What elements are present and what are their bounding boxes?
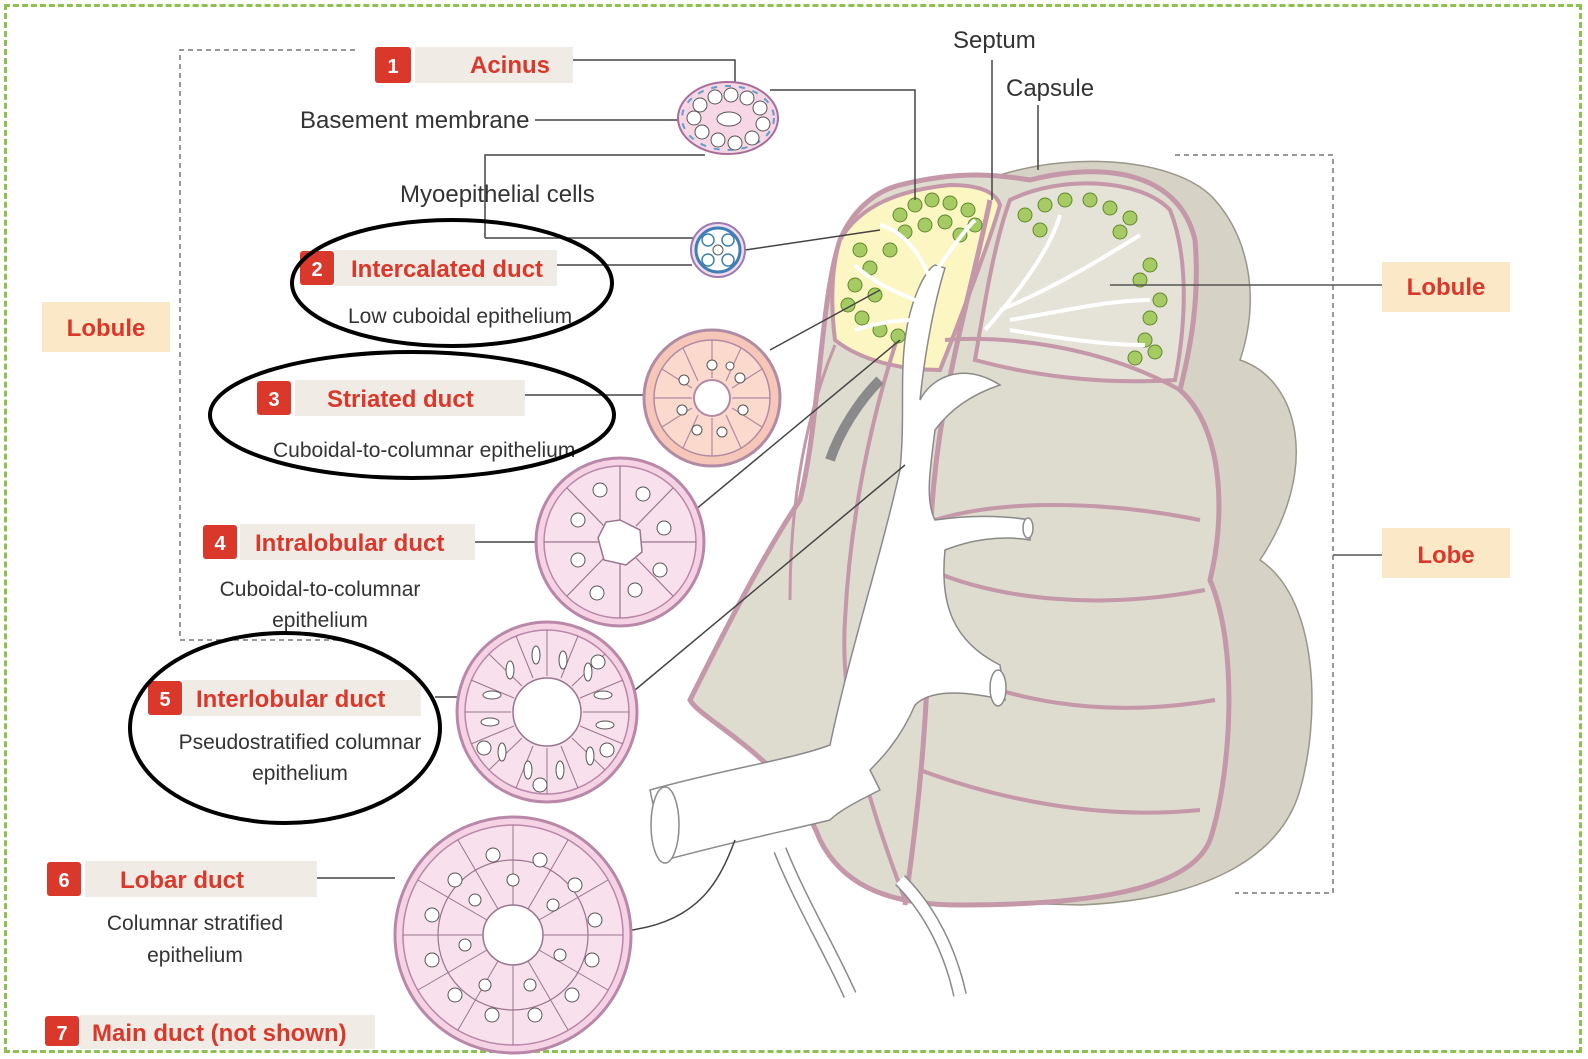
duct-epithelium: Low cuboidal epithelium [348,305,572,328]
duct-name: Interlobular duct [196,686,385,713]
duct-number: 2 [311,259,322,281]
duct-epithelium-line: epithelium [272,609,368,632]
duct-label-2: 2 Intercalated duct Low cuboidal epithel… [300,250,572,328]
striated-cross-section [644,330,780,466]
duct-number: 6 [58,870,69,892]
duct-number: 4 [214,533,226,555]
duct-label-3: 3 Striated duct Cuboidal-to-columnar epi… [257,380,575,462]
duct-name: Intralobular duct [255,530,444,557]
basement-membrane-label: Basement membrane [300,107,529,134]
region-label-lobule-left: Lobule [42,302,170,352]
duct-label-5: 5 Interlobular duct Pseudostratified col… [148,680,421,785]
duct-name: Acinus [470,52,550,79]
duct-number: 3 [268,389,279,411]
gland-body [650,161,1312,995]
highlight-circle-duct-5 [130,633,440,823]
interlobular-cross-section [457,622,637,802]
duct-name: Lobar duct [120,867,244,894]
myoepithelial-cells-label: Myoepithelial cells [400,181,595,208]
duct-name: Intercalated duct [351,256,543,283]
duct-number: 7 [56,1023,67,1045]
duct-label-6: 6 Lobar duct Columnar stratified epithel… [47,861,317,967]
svg-text:Lobule: Lobule [67,315,146,342]
duct-number: 5 [159,689,170,711]
duct-number: 1 [387,56,398,78]
duct-name: Main duct (not shown) [92,1020,347,1047]
lobar-cross-section [395,817,631,1053]
duct-epithelium-line: epithelium [252,762,348,785]
duct-label-4: 4 Intralobular duct Cuboidal-to-columnar… [203,524,475,632]
svg-text:Lobule: Lobule [1407,274,1486,301]
region-label-lobule-right: Lobule [1382,262,1510,312]
svg-text:Lobe: Lobe [1417,542,1474,569]
region-label-lobe: Lobe [1382,528,1510,578]
duct-label-7: 7 Main duct (not shown) [45,1015,375,1049]
duct-epithelium-line: epithelium [147,944,243,967]
intercalated-cross-section [691,223,745,277]
duct-epithelium-line: Cuboidal-to-columnar [220,578,421,601]
duct-label-1: 1 Acinus [375,47,573,83]
duct-name: Striated duct [327,386,474,413]
capsule-label: Capsule [1006,75,1094,102]
intralobular-cross-section [536,458,704,626]
duct-epithelium: Cuboidal-to-columnar epithelium [273,439,575,462]
septum-label: Septum [953,27,1036,54]
duct-epithelium-line: Columnar stratified [107,912,283,935]
acinus-cross-section [678,82,778,154]
duct-epithelium-line: Pseudostratified columnar [179,731,422,754]
